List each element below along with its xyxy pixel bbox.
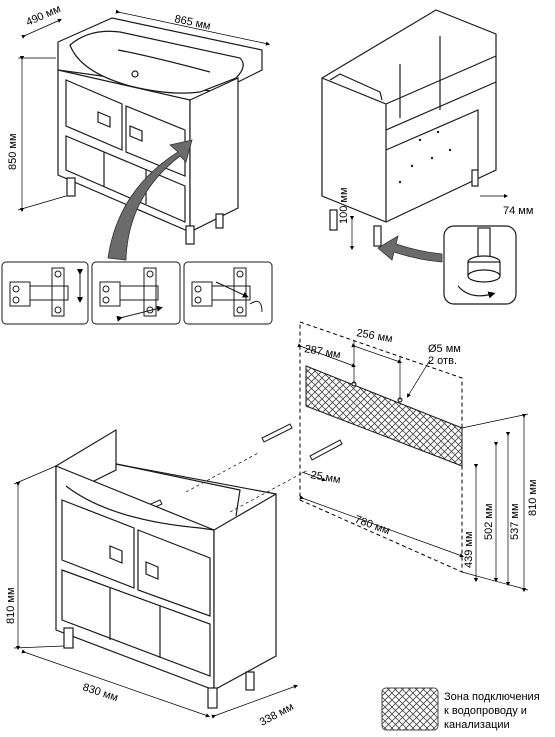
legend-line-1: Зона подключения bbox=[444, 691, 540, 703]
dim-wall-left-offset: 287 мм bbox=[303, 343, 341, 361]
hinge-panels bbox=[1, 261, 273, 325]
top-cabinet-dimension-lines bbox=[17, 9, 271, 213]
right-cabinet-drawing bbox=[321, 9, 497, 247]
dim-top-height: 850 мм bbox=[7, 133, 19, 170]
wall-plan-dimension-lines bbox=[297, 340, 529, 593]
dim-top-width: 865 мм bbox=[173, 13, 211, 32]
dim-hole-diameter: Ø5 мм bbox=[428, 343, 461, 355]
dim-wall-center-offset: 256 мм bbox=[355, 327, 393, 345]
dim-wall-bottom-offset: 25 мм bbox=[309, 469, 341, 486]
legend: Зона подключения к водопроводу и канализ… bbox=[381, 687, 540, 731]
legend-line-2: к водопроводу и bbox=[444, 705, 527, 717]
connection-zone bbox=[305, 365, 463, 467]
dim-wall-h1: 439 мм bbox=[463, 531, 475, 568]
dim-bottom-width: 830 мм bbox=[81, 681, 119, 704]
dim-bottom-depth: 338 мм bbox=[258, 701, 296, 729]
dim-wall-h3: 537 мм bbox=[509, 503, 521, 540]
dim-wall-width: 780 мм bbox=[353, 514, 391, 538]
legend-line-3: канализации bbox=[444, 719, 510, 731]
screw-dashed-guides bbox=[185, 451, 309, 513]
leg-detail-arrow bbox=[377, 235, 443, 263]
dim-wall-h2: 502 мм bbox=[483, 503, 495, 540]
bottom-cabinet-dimension-lines bbox=[13, 465, 298, 719]
dim-leg-height: 100 мм bbox=[338, 187, 350, 224]
legend-swatch bbox=[381, 687, 439, 731]
bottom-cabinet-drawing bbox=[55, 428, 277, 709]
dim-hole-count: 2 отв. bbox=[428, 355, 457, 367]
top-cabinet-drawing bbox=[57, 17, 263, 245]
dim-wall-h4: 810 мм bbox=[527, 479, 539, 516]
dim-bottom-height: 810 мм bbox=[5, 587, 17, 624]
right-cabinet-dimension-lines bbox=[349, 193, 509, 251]
dim-top-depth: 490 мм bbox=[24, 3, 62, 29]
dim-leg-offset: 74 мм bbox=[503, 205, 533, 217]
hinge-callout-arrow bbox=[107, 139, 193, 261]
leg-detail-box bbox=[443, 225, 517, 305]
